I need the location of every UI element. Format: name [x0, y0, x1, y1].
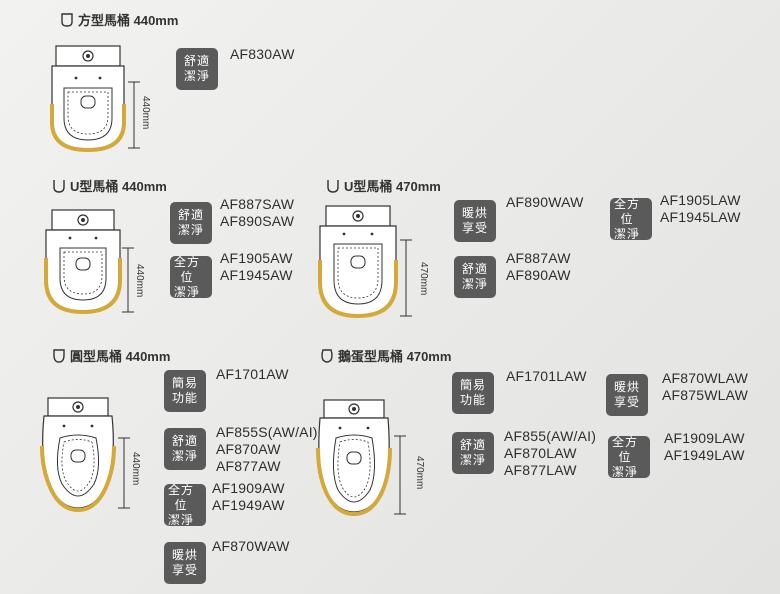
- model-number: AF1945LAW: [660, 209, 741, 225]
- model-list: AF855(AW/AI) AF870LAW AF877LAW: [504, 428, 596, 479]
- model-number: AF890WAW: [506, 194, 584, 210]
- feature-badge-warm-dry: 暖烘享受: [164, 542, 206, 584]
- u-toilet-icon: [53, 179, 65, 193]
- section-title-text: 圓型馬桶 440mm: [70, 349, 171, 364]
- model-number: AF887AW: [506, 250, 571, 266]
- section-title-square: 方型馬桶 440mm: [60, 10, 178, 29]
- feature-badge-all-round-clean: 全方位潔淨: [610, 197, 652, 241]
- feature-badge-comfort-clean: 舒適潔淨: [452, 432, 494, 474]
- model-number: AF1949AW: [212, 497, 285, 513]
- model-number: AF1701AW: [216, 366, 289, 382]
- model-number: AF1905LAW: [660, 192, 741, 208]
- feature-badge-all-round-clean: 全方位潔淨: [608, 435, 650, 479]
- model-number: AF1945AW: [220, 267, 293, 283]
- section-title-text: U型馬桶 440mm: [70, 179, 167, 194]
- model-number: AF870LAW: [504, 445, 577, 461]
- square-toilet-diagram: [50, 45, 140, 153]
- feature-badge-comfort-clean: 舒適潔淨: [454, 256, 496, 298]
- egg-toilet-icon: [321, 348, 333, 363]
- model-number: AF1949LAW: [664, 447, 745, 463]
- round-toilet-icon: [53, 348, 65, 363]
- section-title-u-440: U型馬桶 440mm: [52, 176, 167, 195]
- model-number: AF1905AW: [220, 250, 293, 266]
- dimension-label: 470mm: [418, 262, 429, 296]
- model-list: AF1909LAW AF1949LAW: [664, 430, 745, 464]
- feature-badge-warm-dry: 暖烘享受: [606, 374, 648, 416]
- model-list: AF855S(AW/AI) AF870AW AF877AW: [216, 424, 318, 475]
- model-number: AF875WLAW: [662, 387, 749, 403]
- model-list: AF887AW AF890AW: [506, 250, 571, 284]
- feature-badge-simple-function: 簡易功能: [164, 370, 206, 412]
- model-number: AF877AW: [216, 458, 281, 474]
- model-list: AF890WAW: [506, 194, 584, 211]
- model-list: AF1701LAW: [506, 368, 587, 385]
- dimension-label: 470mm: [414, 456, 425, 490]
- section-title-text: 鵝蛋型馬桶 470mm: [338, 349, 452, 364]
- model-number: AF890AW: [506, 267, 571, 283]
- model-list: AF1905LAW AF1945LAW: [660, 192, 741, 226]
- model-list: AF870WAW: [212, 538, 290, 555]
- model-list: AF1909AW AF1949AW: [212, 480, 285, 514]
- model-list: AF870WLAW AF875WLAW: [662, 370, 748, 404]
- model-number: AF877LAW: [504, 462, 577, 478]
- model-number: AF1909LAW: [664, 430, 745, 446]
- model-number: AF855S(AW/AI): [216, 424, 318, 440]
- model-number: AF887SAW: [220, 196, 295, 212]
- model-list: AF1905AW AF1945AW: [220, 250, 293, 284]
- model-list: AF830AW: [230, 46, 295, 63]
- feature-badge-comfort-clean: 舒適潔淨: [176, 48, 218, 90]
- u-toilet-icon: [327, 179, 339, 193]
- model-number: AF830AW: [230, 46, 295, 62]
- feature-badge-warm-dry: 暖烘享受: [454, 200, 496, 242]
- model-number: AF1909AW: [212, 480, 285, 496]
- dimension-label: 440mm: [130, 452, 141, 486]
- feature-badge-all-round-clean: 全方位潔淨: [170, 255, 212, 299]
- round-toilet-diagram: [40, 397, 130, 513]
- section-title-text: 方型馬桶 440mm: [78, 13, 179, 28]
- feature-badge-all-round-clean: 全方位潔淨: [164, 483, 206, 527]
- model-list: AF887SAW AF890SAW: [220, 196, 294, 230]
- model-number: AF855(AW/AI): [504, 428, 597, 444]
- section-title-egg: 鵝蛋型馬桶 470mm: [320, 346, 451, 365]
- egg-toilet-diagram: [316, 399, 406, 517]
- section-title-u-470: U型馬桶 470mm: [326, 176, 441, 195]
- dimension-label: 440mm: [134, 264, 145, 298]
- model-list: AF1701AW: [216, 366, 289, 383]
- model-number: AF870AW: [216, 441, 281, 457]
- feature-badge-comfort-clean: 舒適潔淨: [170, 202, 212, 244]
- model-number: AF870WLAW: [662, 370, 749, 386]
- feature-badge-comfort-clean: 舒適潔淨: [164, 428, 206, 470]
- model-number: AF870WAW: [212, 538, 290, 554]
- section-title-text: U型馬桶 470mm: [344, 179, 441, 194]
- feature-badge-simple-function: 簡易功能: [452, 372, 494, 414]
- u-toilet-diagram-470: [318, 205, 412, 319]
- u-toilet-diagram-440: [44, 209, 134, 315]
- dimension-label: 440mm: [140, 96, 151, 130]
- section-title-round: 圓型馬桶 440mm: [52, 346, 170, 365]
- model-number: AF890SAW: [220, 213, 295, 229]
- square-toilet-icon: [61, 12, 73, 27]
- model-number: AF1701LAW: [506, 368, 587, 384]
